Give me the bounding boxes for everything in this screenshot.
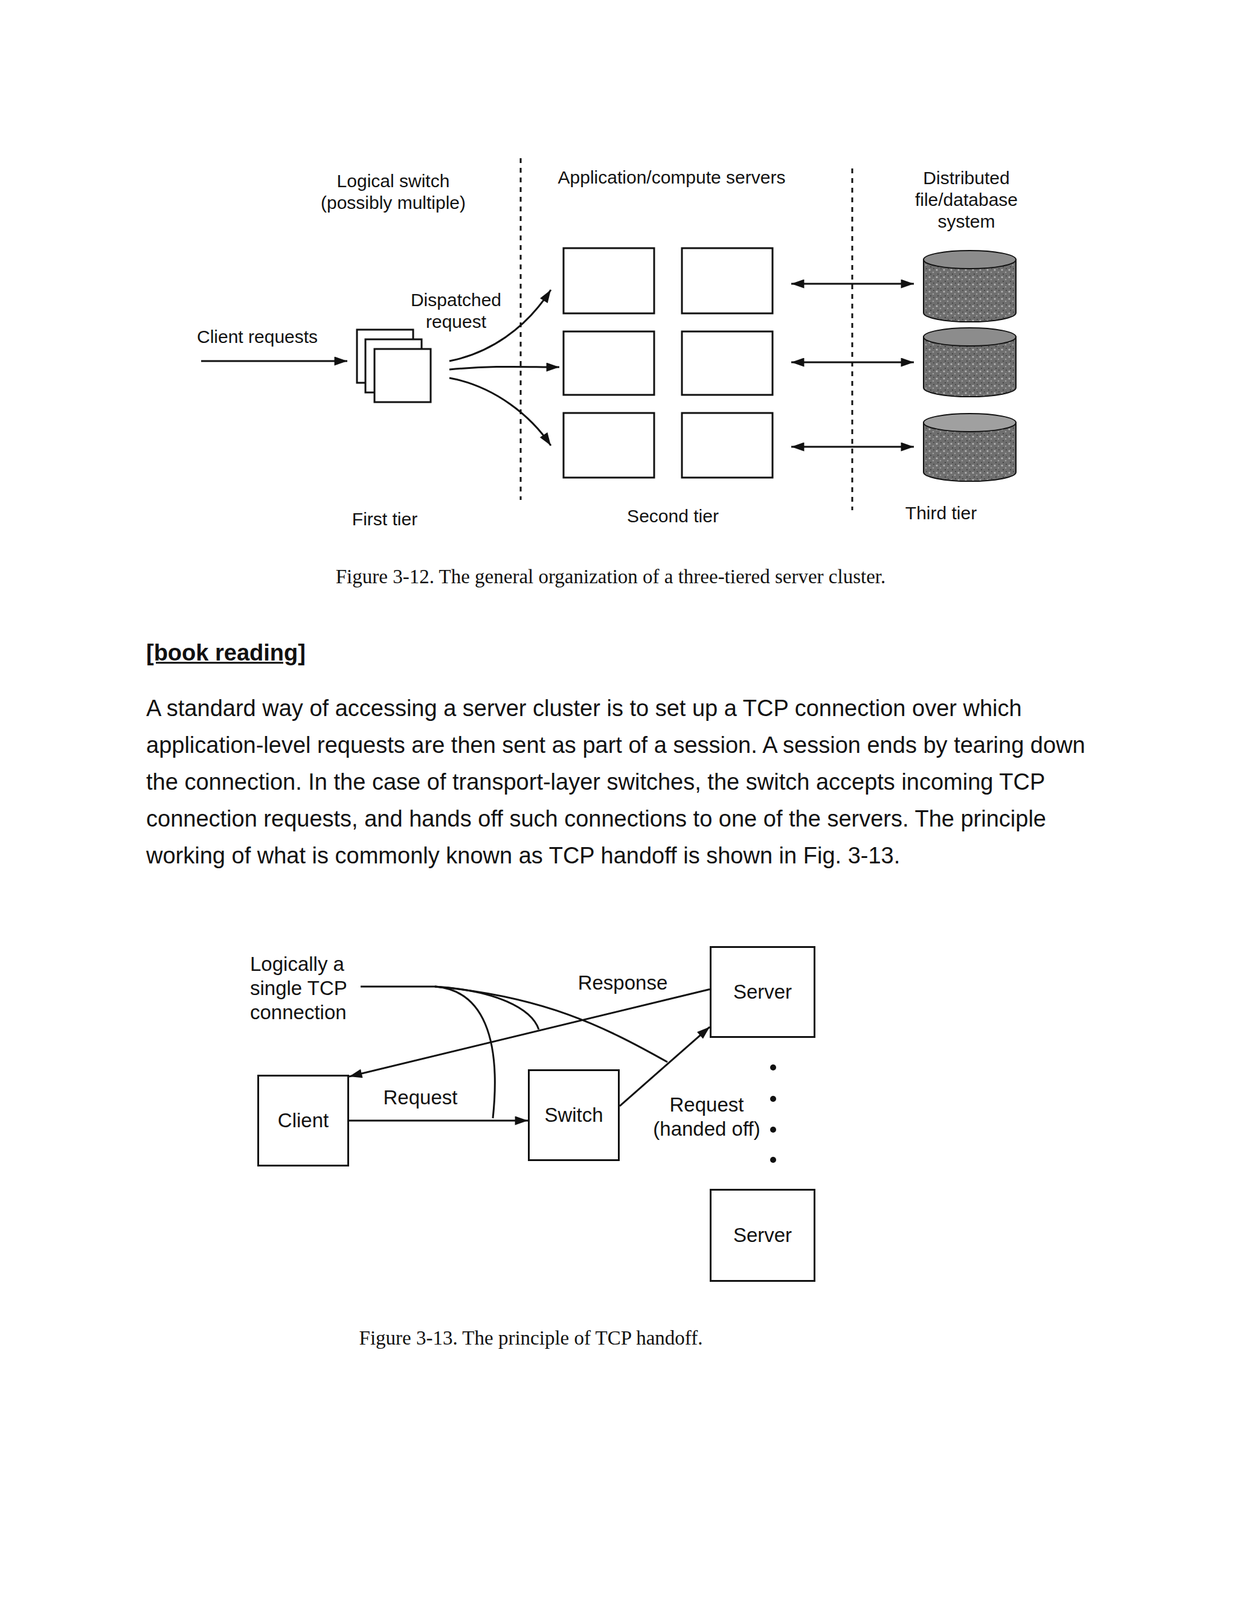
connector-arrow bbox=[349, 989, 710, 1077]
server-box: Server bbox=[709, 946, 816, 1039]
figure-caption: Figure 3-13. The principle of TCP handof… bbox=[359, 1326, 704, 1352]
server-box: Server bbox=[709, 1189, 816, 1283]
figure-caption: Figure 3-12. The general organization of… bbox=[335, 565, 887, 590]
connector-arrow bbox=[349, 1120, 528, 1123]
ellipsis-dot bbox=[770, 1157, 777, 1164]
node-label: Client bbox=[277, 1109, 329, 1133]
request-arrow bbox=[201, 360, 348, 363]
tier-heading: Distributed file/database system bbox=[896, 167, 1036, 233]
server-box bbox=[681, 413, 773, 478]
server-box bbox=[681, 248, 773, 314]
request-stack bbox=[374, 349, 431, 403]
ellipsis-dot bbox=[770, 1064, 777, 1071]
connector-label: Response bbox=[569, 970, 676, 997]
ellipsis-dot bbox=[770, 1127, 777, 1134]
server-box bbox=[563, 413, 655, 478]
dispatch-arrow bbox=[449, 366, 560, 370]
leader-line bbox=[360, 986, 495, 1119]
leader-line bbox=[434, 986, 668, 1063]
database-cylinder bbox=[923, 327, 1016, 397]
ellipsis-dot bbox=[770, 1096, 777, 1103]
connector-label: Request bbox=[370, 1085, 471, 1111]
server-box bbox=[563, 248, 655, 314]
dispatch-arrow bbox=[449, 378, 551, 446]
callout-label: Logically a single TCP connection bbox=[250, 952, 371, 1025]
body-paragraph: A standard way of accessing a server clu… bbox=[146, 690, 1101, 875]
server-box bbox=[681, 331, 773, 396]
data-access-arrow bbox=[791, 446, 914, 449]
data-access-arrow bbox=[791, 283, 914, 286]
tier-label: Second tier bbox=[626, 505, 719, 528]
database-cylinder bbox=[923, 250, 1016, 322]
tier-label: First tier bbox=[352, 508, 418, 531]
arrow-label: Client requests bbox=[196, 326, 318, 348]
switch-box: Switch bbox=[527, 1069, 620, 1162]
section-heading: [book reading] bbox=[146, 639, 306, 668]
tier-label: Third tier bbox=[905, 502, 977, 525]
database-cylinder bbox=[923, 413, 1016, 482]
arrow-label: Dispatched request bbox=[401, 289, 511, 333]
node-label: Switch bbox=[544, 1104, 603, 1128]
node-label: Server bbox=[733, 980, 792, 1004]
data-access-arrow bbox=[791, 361, 914, 364]
tier-divider bbox=[851, 168, 854, 511]
connector-label: Request (handed off) bbox=[644, 1092, 769, 1142]
tier-divider bbox=[520, 158, 522, 501]
client-box: Client bbox=[257, 1075, 350, 1167]
server-box bbox=[563, 331, 655, 396]
node-label: Server bbox=[733, 1224, 792, 1248]
tier-heading: Application/compute servers bbox=[558, 166, 786, 189]
tier-heading: Logical switch (possibly multiple) bbox=[311, 170, 475, 214]
